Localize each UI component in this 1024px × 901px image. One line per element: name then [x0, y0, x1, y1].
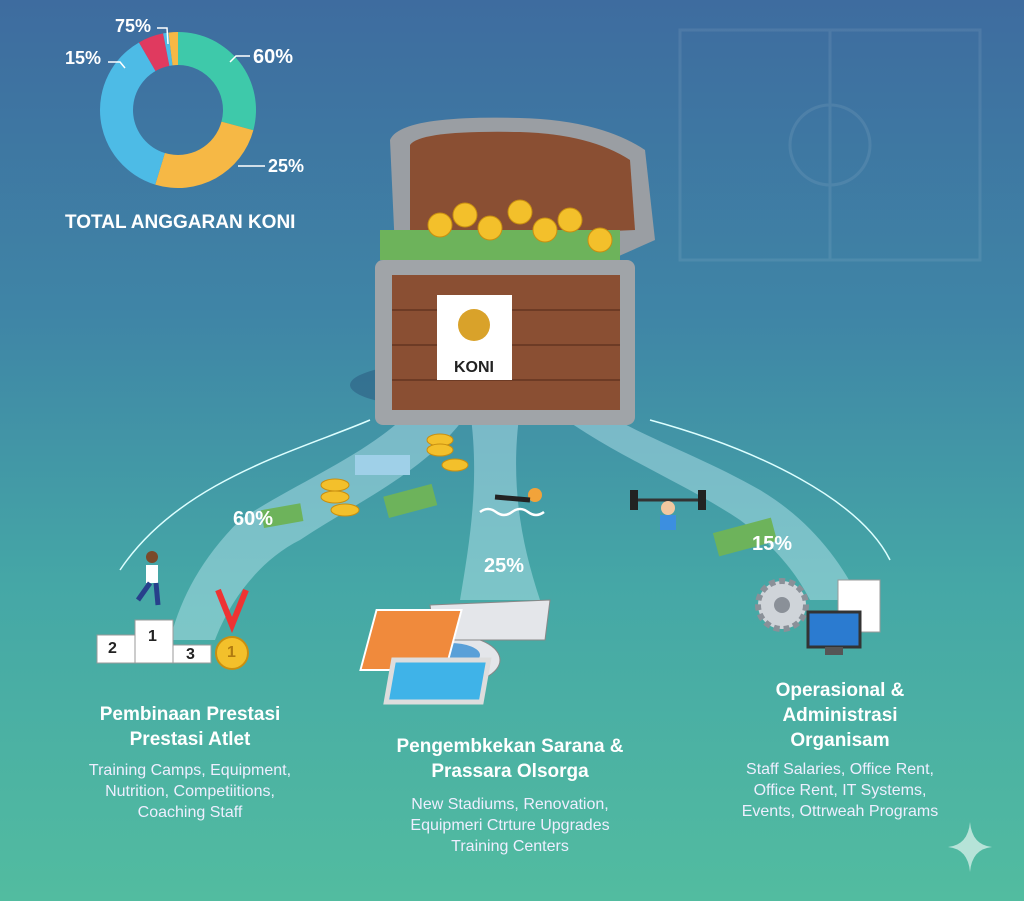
category-desc: Training Centers	[451, 838, 569, 855]
weightlifter-icon	[630, 490, 706, 530]
money-bills	[260, 455, 778, 557]
garuda-emblem-icon	[458, 309, 490, 341]
background-field-lines	[678, 28, 982, 262]
donut-segment-orange-small	[168, 32, 178, 66]
category-title: Operasional &	[775, 680, 905, 701]
category-desc: Equipmeri Ctrture Upgrades	[410, 817, 610, 834]
category-title: Pembinaan Prestasi	[99, 704, 281, 725]
donut-segment-blue-small	[163, 32, 173, 66]
pool-icon	[383, 657, 492, 705]
flow-middle	[460, 410, 540, 600]
flow-left	[170, 400, 470, 640]
medal-number: 1	[227, 644, 236, 661]
treasure-chest: KONI	[375, 117, 655, 425]
category-desc: Coaching Staff	[137, 804, 243, 821]
donut-segment-red	[139, 33, 170, 72]
category-desc: New Stadiums, Renovation,	[411, 796, 609, 813]
donut-segment-blue	[100, 42, 165, 185]
gear-icon	[755, 578, 809, 632]
category-title: Pengembkekan Sarana &	[396, 736, 624, 757]
donut-label-75: 75%	[115, 16, 151, 36]
donut-label-60: 60%	[253, 46, 293, 68]
podium-3: 3	[186, 646, 195, 663]
coin-stacks	[320, 433, 469, 517]
flow-label-left: 60%	[233, 508, 274, 530]
category-operations: Operasional & Administrasi Organisam Sta…	[700, 678, 980, 822]
donut-title: TOTAL ANGGARAN KONI	[65, 212, 295, 233]
podium-2: 2	[108, 640, 117, 657]
donut-label-15: 15%	[65, 48, 101, 68]
arrow-left	[119, 419, 371, 571]
category-title: Administrasi	[782, 705, 898, 726]
medal-icon	[215, 588, 249, 670]
category-desc: Office Rent, IT Systems,	[753, 782, 927, 799]
podium-1: 1	[148, 628, 157, 645]
category-title: Prestasi Atlet	[129, 729, 251, 750]
category-facilities: Pengembkekan Sarana & Prassara Olsorga N…	[360, 734, 660, 857]
koni-logo-text: KONI	[454, 359, 494, 376]
budget-donut-chart: 60% 25% 15% 75% TOTAL ANGGARAN KONI	[65, 16, 304, 233]
category-desc: Events, Ottrweah Programs	[741, 803, 939, 820]
flow-right	[540, 395, 860, 600]
arrow-right	[649, 419, 891, 561]
category-desc: Nutrition, Competiitions,	[105, 783, 275, 800]
category-title: Organisam	[790, 730, 890, 751]
donut-segment-orange	[155, 121, 254, 188]
swimmer-icon	[479, 488, 545, 517]
category-desc: Training Camps, Equipment,	[88, 762, 292, 779]
category-title: Prassara Olsorga	[431, 761, 589, 782]
donut-segment-teal	[178, 32, 256, 131]
flow-label-right: 15%	[752, 533, 793, 555]
sparkle-icon	[948, 822, 992, 872]
donut-label-25: 25%	[268, 156, 304, 176]
runner-icon	[135, 551, 161, 606]
computer-icon	[806, 610, 862, 655]
podium-icon	[96, 619, 212, 664]
category-desc: Staff Salaries, Office Rent,	[746, 761, 934, 778]
category-athlete-development: Pembinaan Prestasi Prestasi Atlet Traini…	[40, 702, 340, 823]
flow-label-middle: 25%	[484, 555, 525, 577]
